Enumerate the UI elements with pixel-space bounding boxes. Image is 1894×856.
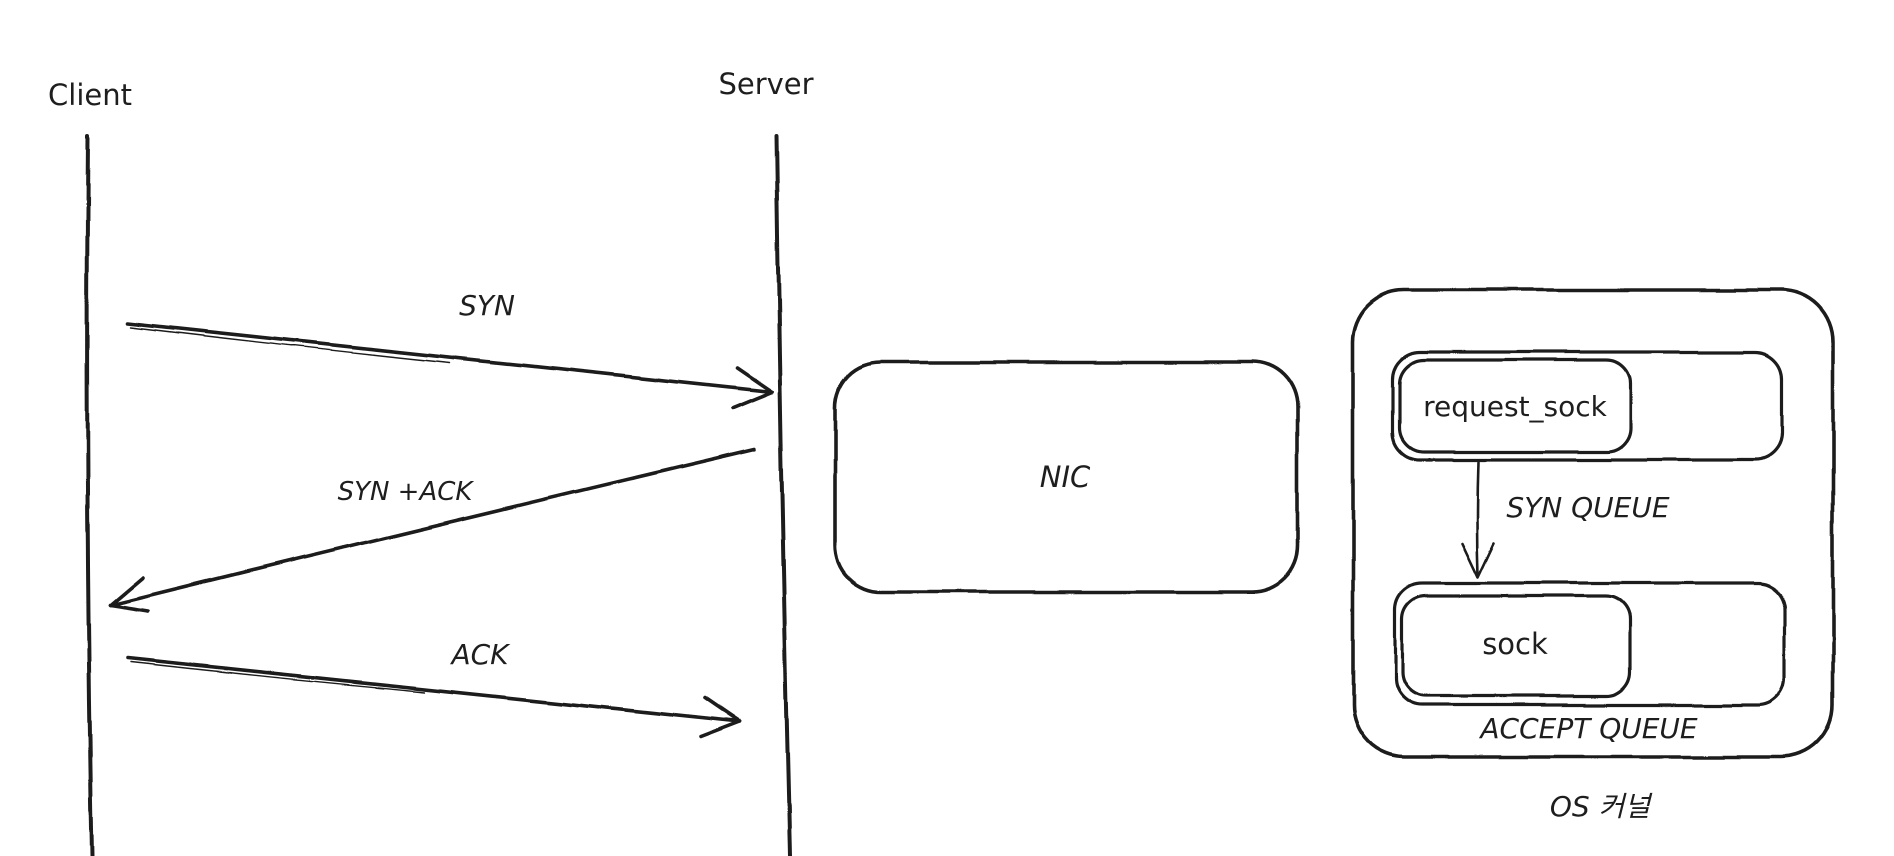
syn-message-label: SYN: [459, 289, 515, 322]
os-kernel-label: OS 커널: [1550, 790, 1653, 823]
ack-arrowhead: [699, 696, 742, 739]
syn-queue-arrow: [1460, 460, 1496, 579]
os-kernel-box: [1351, 288, 1835, 759]
nic-box-label: NIC: [1040, 460, 1091, 494]
sock-label: sock: [1482, 627, 1548, 661]
syn-ack-message-label: SYN +ACK: [338, 477, 475, 507]
syn-queue-label: SYN QUEUE: [1506, 491, 1669, 524]
client-lifeline: [85, 135, 94, 856]
syn-queue-arrowhead: [1460, 541, 1496, 579]
syn-queue-container: [1391, 350, 1784, 462]
syn-arrowhead: [731, 366, 774, 410]
server-lifeline-label: Server: [718, 67, 813, 101]
syn-ack-arrow: [108, 447, 757, 613]
accept-queue-label: ACCEPT QUEUE: [1478, 712, 1698, 745]
nic-box: [833, 360, 1300, 594]
sock-box: [1400, 594, 1632, 698]
syn-arrow: [125, 321, 774, 410]
client-lifeline-label: Client: [48, 78, 132, 112]
syn-ack-arrowhead: [108, 575, 150, 613]
ack-message-label: ACK: [449, 638, 511, 671]
accept-queue-container: [1393, 581, 1787, 707]
request-sock-label: request_sock: [1423, 390, 1608, 423]
server-lifeline: [774, 133, 792, 856]
ack-arrow: [126, 656, 742, 739]
request-sock-box: [1398, 358, 1632, 454]
